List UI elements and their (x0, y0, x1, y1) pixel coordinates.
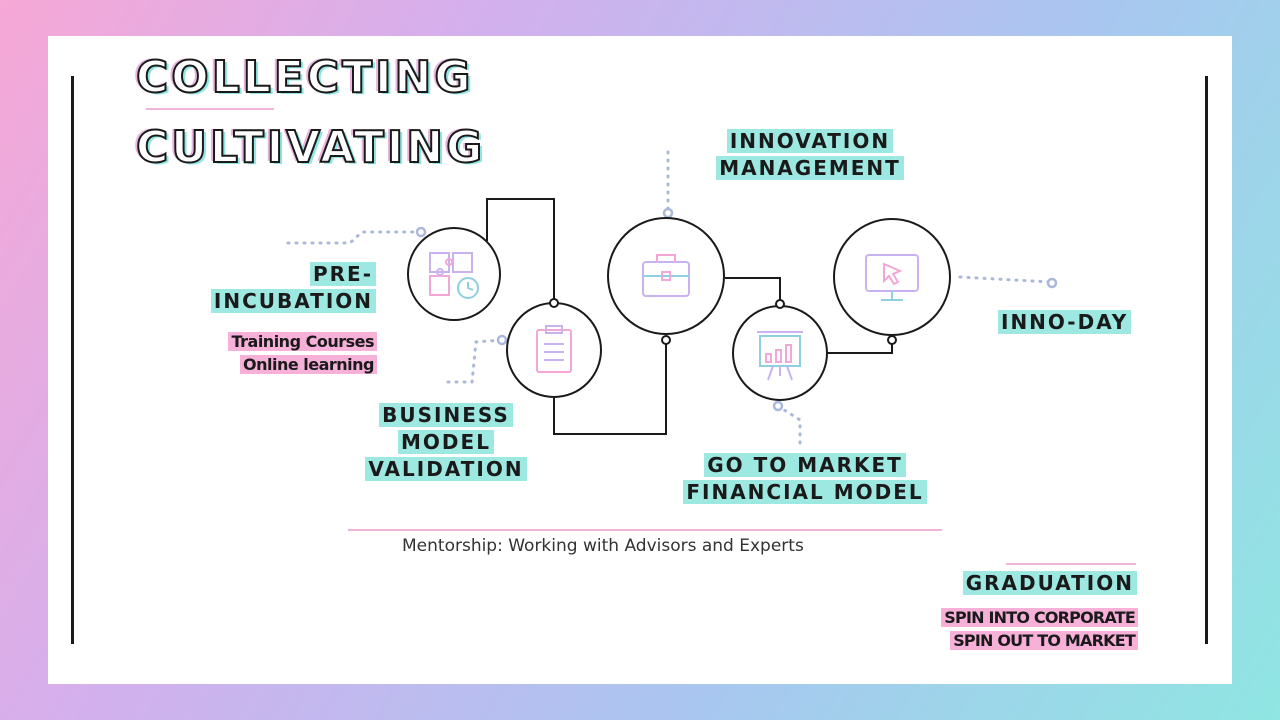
title-divider (146, 108, 274, 110)
detail-pre-incubation: Training Courses Online learning (228, 330, 377, 376)
leader-inno-day (958, 275, 1052, 284)
mentorship-caption: Mentorship: Working with Advisors and Ex… (402, 536, 804, 556)
monitor-cursor-icon (865, 254, 919, 301)
right-rule (1205, 76, 1208, 644)
label-innovation-management: INNOVATION MANAGEMENT (700, 128, 920, 182)
label-pre-incubation: PRE- INCUBATION (210, 261, 376, 315)
label-business-model-validation: BUSINESS MODEL VALIDATION (356, 402, 536, 483)
stage-circle-inno-day (833, 218, 951, 336)
stage-circle-pre-incubation (407, 227, 501, 321)
leader-pre-incubation (286, 230, 422, 245)
connector-4 (827, 340, 893, 354)
briefcase-icon (642, 254, 690, 297)
title-collecting: COLLECTING (135, 51, 474, 104)
clipboard-icon (536, 325, 572, 373)
connector-3 (725, 277, 781, 303)
leader-business-model (446, 338, 504, 384)
title-cultivating: CULTIVATING (135, 121, 486, 174)
label-inno-day: INNO-DAY (998, 309, 1132, 336)
presentation-chart-icon (757, 331, 803, 381)
connector-1 (486, 198, 555, 302)
label-graduation: GRADUATION (962, 570, 1137, 597)
detail-graduation: SPIN INTO CORPORATE SPIN OUT TO MARKET (941, 606, 1138, 652)
leader-go-to-market (776, 404, 802, 446)
puzzle-clock-icon (429, 252, 479, 299)
stage-circle-business-model (506, 302, 602, 398)
label-go-to-market: GO TO MARKET FINANCIAL MODEL (660, 452, 950, 506)
left-rule (71, 76, 74, 644)
connector-2 (553, 340, 667, 435)
